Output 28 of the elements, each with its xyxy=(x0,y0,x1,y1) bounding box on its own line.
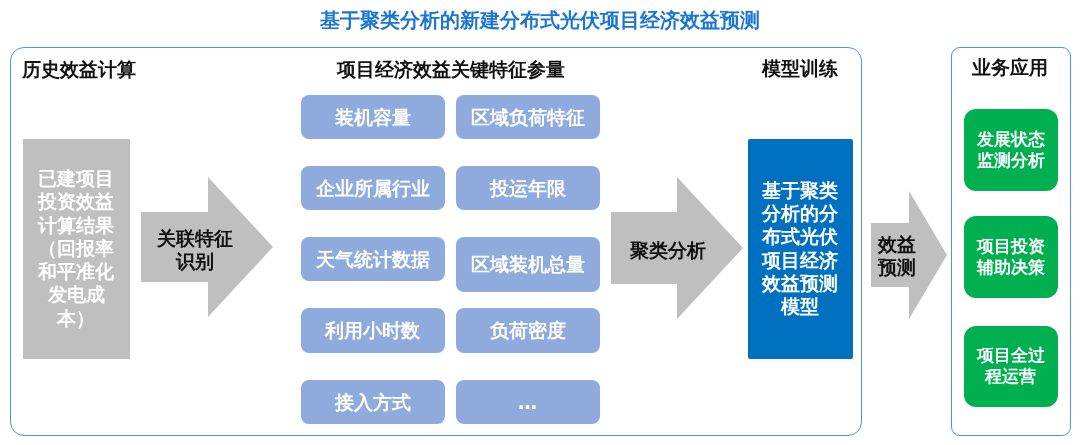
feature-box: 装机容量 xyxy=(300,94,445,139)
feature-box: 区域负荷特征 xyxy=(455,94,600,139)
feature-box: 投运年限 xyxy=(455,165,600,210)
block-arrow xyxy=(871,191,947,319)
edge-label: 聚类分析 xyxy=(629,238,707,262)
application-box: 发展状态监测分析 xyxy=(963,108,1058,191)
feature-box: 接入方式 xyxy=(300,379,445,424)
feature-box: 区域装机总量 xyxy=(455,236,600,292)
panel xyxy=(10,47,862,436)
feature-box: 利用小时数 xyxy=(300,307,445,353)
block-arrow xyxy=(611,177,743,319)
application-box: 项目投资辅助决策 xyxy=(963,215,1058,298)
edge-label: 效益预测 xyxy=(876,233,917,279)
application-box: 项目全过程运营 xyxy=(963,325,1058,407)
feature-box: 负荷密度 xyxy=(455,307,600,353)
model-box: 基于聚类分析的分布式光伏项目经济效益预测模型 xyxy=(747,138,853,359)
panel xyxy=(951,47,1071,436)
block-arrow xyxy=(141,177,273,317)
title: 基于聚类分析的新建分布式光伏项目经济效益预测 xyxy=(319,7,761,33)
feature-box: 天气统计数据 xyxy=(300,236,445,281)
feature-box: … xyxy=(455,379,600,424)
edge-label: 关联特征识别 xyxy=(156,227,234,273)
section-heading: 历史效益计算 xyxy=(21,56,136,81)
feature-box: 企业所属行业 xyxy=(300,165,445,210)
section-heading: 模型训练 xyxy=(761,55,838,80)
section-heading: 业务应用 xyxy=(971,54,1048,79)
result-box: 已建项目投资效益计算结果（回报率和平准化发电成本） xyxy=(22,138,130,359)
section-heading: 项目经济效益关键特征参量 xyxy=(336,56,565,81)
